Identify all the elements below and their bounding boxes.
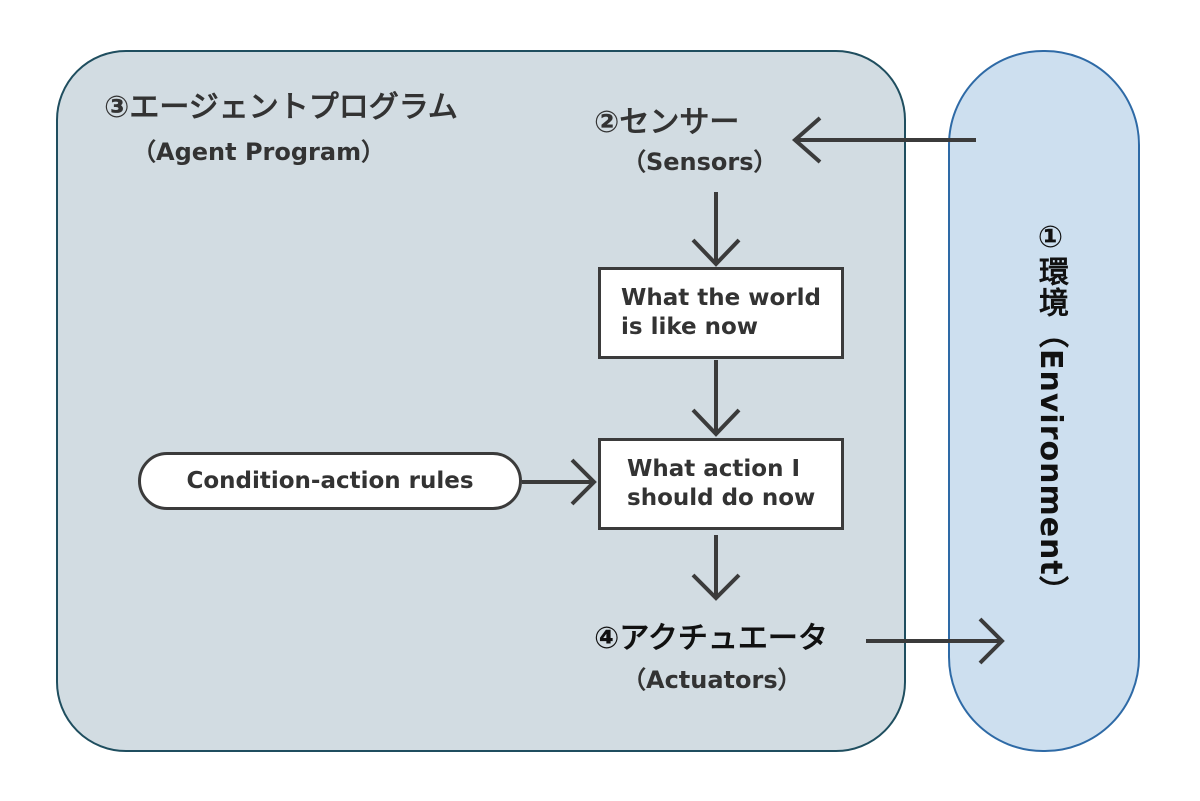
sensors-title: ②センサー xyxy=(594,105,740,140)
arrow-sensors-to-world-state xyxy=(691,192,741,267)
action-line-2: should do now xyxy=(627,485,816,511)
action-line-1: What action I xyxy=(627,456,801,482)
arrow-rules-to-action xyxy=(522,458,597,506)
actuators-title: ④アクチュエータ xyxy=(594,621,828,656)
arrow-world-state-to-action xyxy=(691,360,741,437)
action-box: What action I should do now xyxy=(598,438,844,530)
agent-program-subtitle: （Agent Program） xyxy=(132,138,386,166)
world-state-line-1: What the world xyxy=(621,285,821,311)
condition-action-rules-label: Condition-action rules xyxy=(186,468,474,494)
world-state-line-2: is like now xyxy=(621,314,759,340)
arrow-environment-to-sensors xyxy=(791,116,976,164)
arrow-actuators-to-environment xyxy=(866,617,1005,665)
sensors-subtitle: （Sensors） xyxy=(622,148,778,176)
world-state-box: What the world is like now xyxy=(598,267,844,359)
agent-program-region xyxy=(56,50,906,752)
condition-action-rules-node: Condition-action rules xyxy=(138,452,522,510)
agent-program-title: ③エージェントプログラム xyxy=(104,90,458,125)
actuators-subtitle: （Actuators） xyxy=(622,666,802,694)
environment-region xyxy=(948,50,1140,752)
arrow-action-to-actuators xyxy=(691,535,741,601)
environment-label: ①環境（Environment） xyxy=(1033,220,1068,607)
